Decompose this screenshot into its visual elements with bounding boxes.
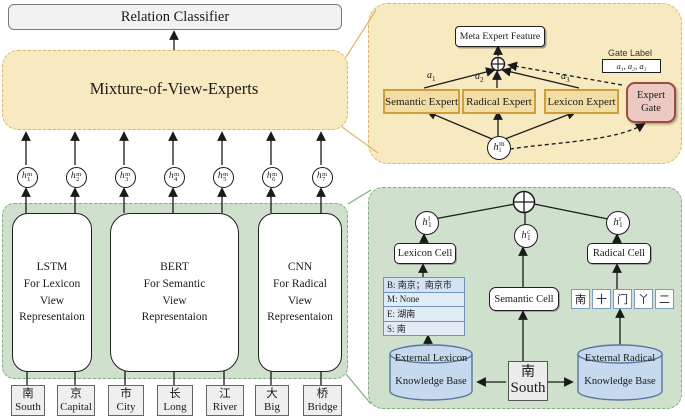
relation-classifier-box: Relation Classifier (8, 4, 342, 30)
gate-label-value-box: a₁, a₂, a₃ (602, 59, 661, 73)
external-radical-kb-label: External Radical (584, 353, 656, 364)
radical-box: 门 (613, 289, 632, 309)
meta-expert-feature-box: Meta Expert Feature (455, 26, 545, 47)
radical-box: 二 (655, 289, 674, 309)
zoom-connector-lines (341, 9, 379, 405)
gate-weight-a1: a1 (427, 70, 436, 83)
external-radical-kb-label2: Knowledge Base (584, 376, 656, 387)
mixture-of-view-experts-label-wrap: Mixture-of-View-Experts (2, 50, 346, 128)
lexicon-match-table: B: 南京；南京市 M: None E: 湖南 S: 南 (383, 277, 465, 336)
semantic-cell-box: Semantic Cell (489, 287, 559, 311)
mixture-of-view-experts-label: Mixture-of-View-Experts (89, 79, 259, 98)
semantic-expert-box: Semantic Expert (383, 89, 460, 114)
gate-weight-a3: a3 (561, 71, 570, 84)
mixture-of-view-experts-panel (2, 50, 348, 130)
radical-cell-box: Radical Cell (587, 243, 651, 264)
lexicon-expert-box: Lexicon Expert (544, 89, 619, 114)
query-token-south: 南 South (508, 361, 548, 401)
radical-sequence: 南 十 门 丫 二 (571, 289, 674, 309)
oplus-icon (490, 56, 506, 72)
radical-expert-box: Radical Expert (462, 89, 536, 114)
main-flow-arrows (21, 30, 326, 386)
table-row: S: 南 (384, 321, 464, 335)
gate-weight-a2: a2 (475, 71, 484, 84)
relation-classifier-label: Relation Classifier (120, 8, 230, 25)
table-row: M: None (384, 292, 464, 307)
radical-box: 十 (592, 289, 611, 309)
oplus-icon (512, 190, 536, 214)
table-row: E: 湖南 (384, 307, 464, 322)
expert-panel-arrows (423, 45, 646, 150)
table-row: B: 南京；南京市 (384, 278, 464, 293)
radical-box: 南 (571, 289, 590, 309)
external-lexicon-kb-label: External Lexicon (394, 353, 468, 364)
radical-box: 丫 (634, 289, 653, 309)
external-lexicon-kb-label2: Knowledge Base (395, 376, 467, 387)
gate-label-title: Gate Label (607, 48, 653, 58)
knowledge-base-cylinder-icons (389, 344, 663, 401)
cell-panel-arrows (418, 203, 625, 387)
lexicon-cell-box: Lexicon Cell (394, 243, 456, 264)
